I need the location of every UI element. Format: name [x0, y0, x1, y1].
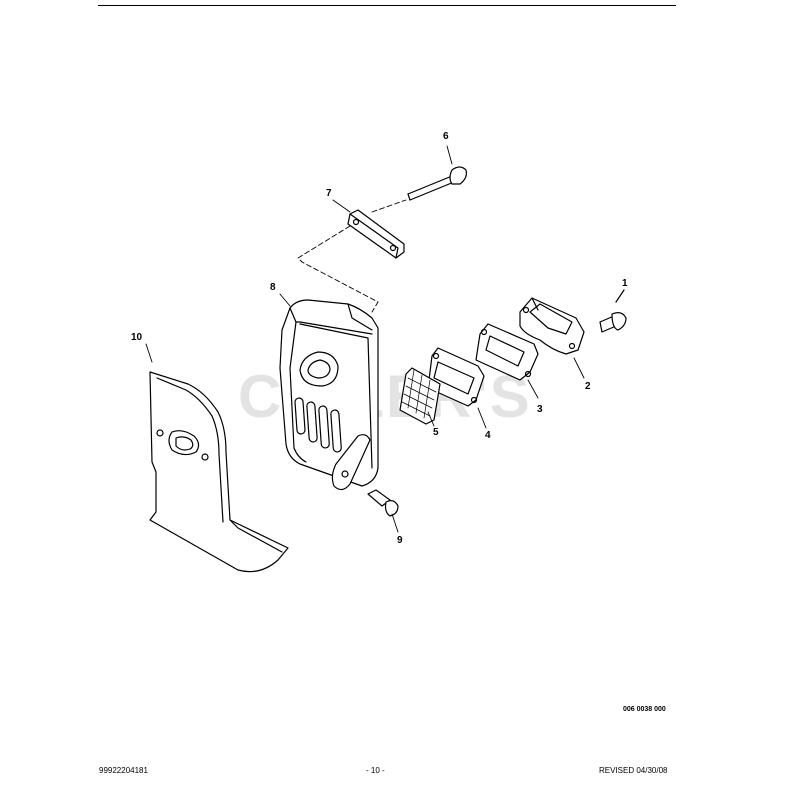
- part-4-gasket: [427, 347, 485, 407]
- leader-lines: [145, 145, 585, 533]
- part-1-bolt: [599, 289, 627, 333]
- footer-doc-number: 99922204181: [99, 766, 148, 775]
- callout-7: 7: [326, 188, 332, 199]
- part-8-muffler: [279, 299, 379, 491]
- footer-page-number: - 10 -: [366, 766, 385, 775]
- footer-revised-date: REVISED 04/30/08: [599, 766, 668, 775]
- part-10-heat-shield: [149, 371, 289, 573]
- callout-10: 10: [131, 332, 143, 343]
- diagram-code: 006 0038 000: [623, 706, 666, 713]
- part-9-screw: [367, 489, 399, 517]
- callout-3: 3: [537, 404, 543, 415]
- part-7-plate: [347, 209, 405, 259]
- callout-5: 5: [433, 427, 439, 438]
- callout-2: 2: [585, 381, 591, 392]
- assembly-lines: [297, 199, 407, 313]
- part-6-bolt: [407, 166, 467, 201]
- part-5-screen: [399, 367, 441, 425]
- part-3-gasket: [475, 323, 539, 381]
- part-2-flange: [519, 297, 585, 355]
- callout-6: 6: [443, 131, 449, 142]
- top-rule: [98, 5, 676, 6]
- callout-1: 1: [622, 278, 628, 289]
- callout-4: 4: [485, 430, 491, 441]
- callout-9: 9: [397, 535, 403, 546]
- callout-8: 8: [270, 282, 276, 293]
